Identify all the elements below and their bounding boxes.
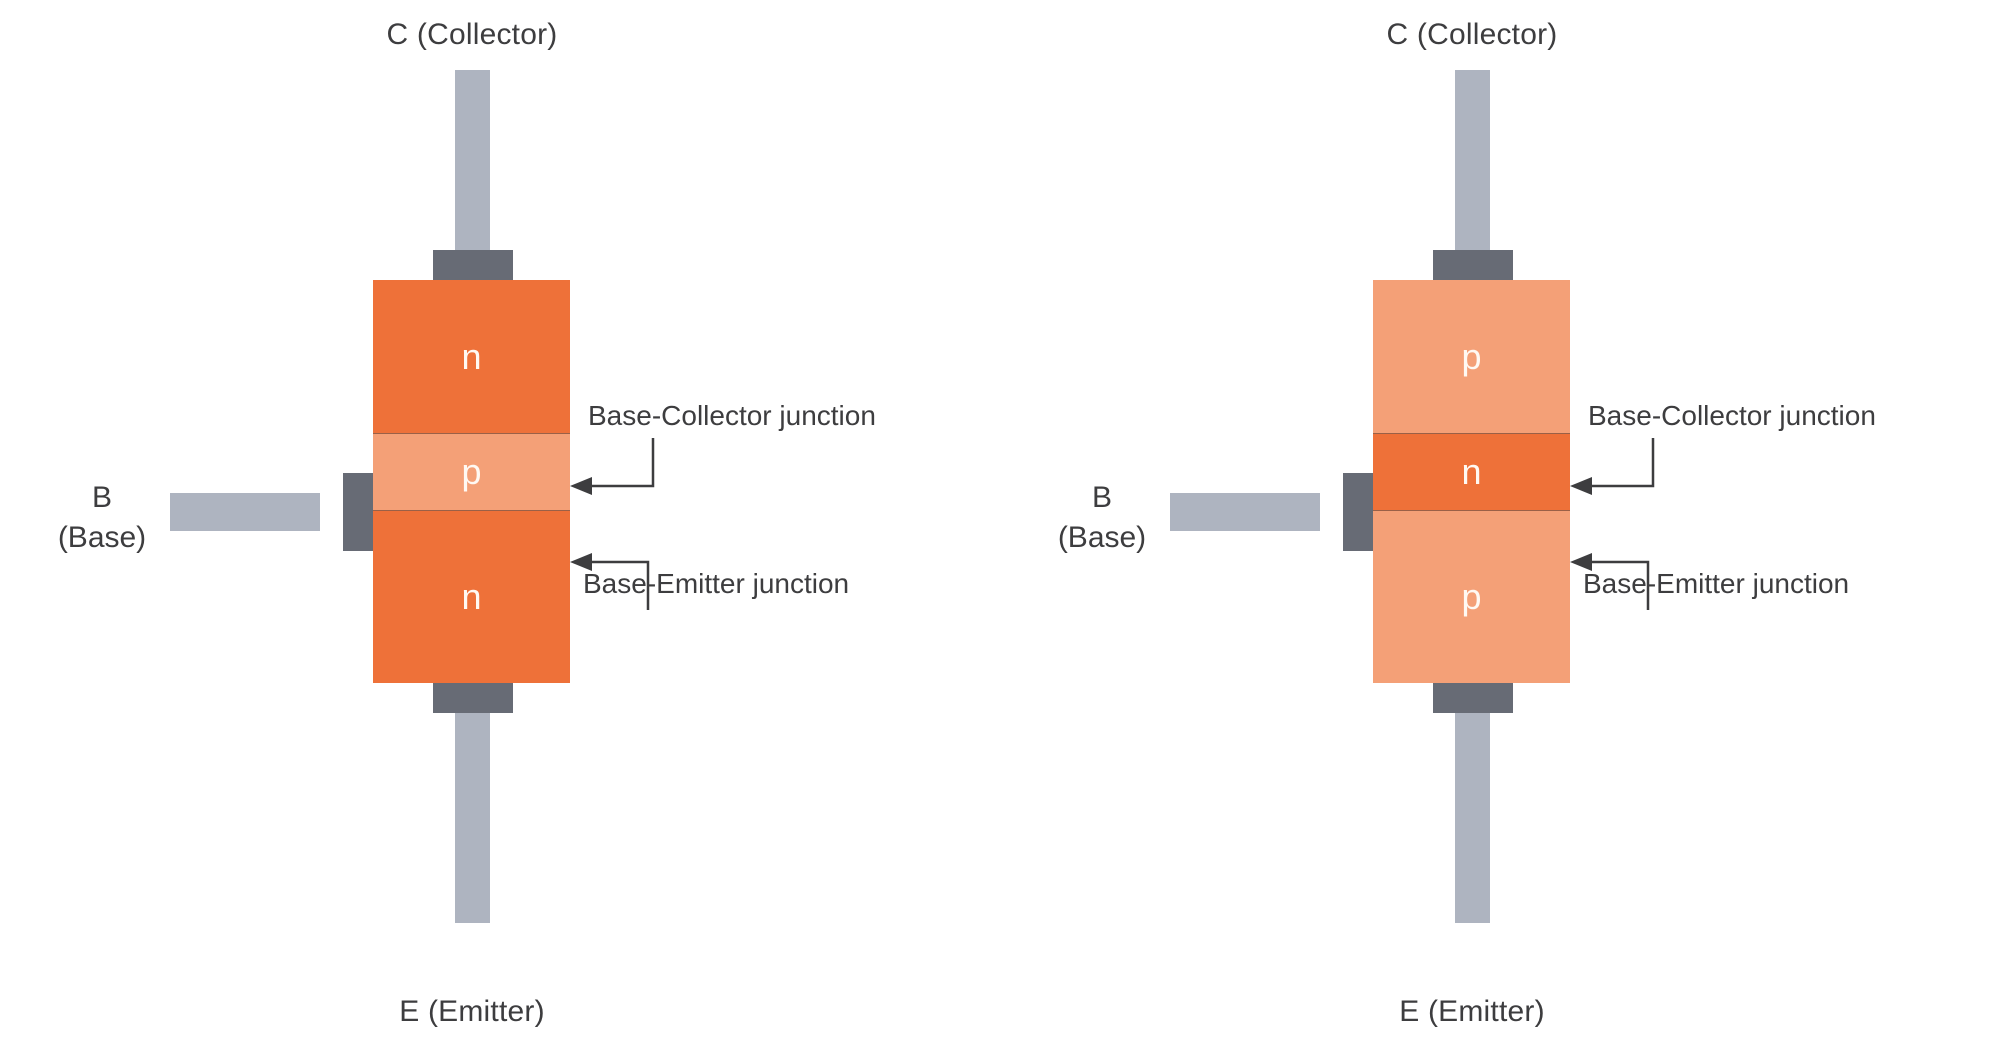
base-contact-pad <box>1343 473 1373 551</box>
pnp-transistor-diagram: C (Collector) B (Base) p n p E (Emitter)… <box>1000 0 2000 1044</box>
collector-terminal-label: C (Collector) <box>386 18 558 51</box>
npn-emitter-layer: n <box>373 511 570 683</box>
emitter-contact-pad <box>433 683 513 713</box>
collector-lead <box>455 70 490 280</box>
emitter-terminal-label: E (Emitter) <box>1399 995 1545 1028</box>
emitter-lead <box>455 713 490 923</box>
base-collector-arrowhead <box>570 477 592 495</box>
pnp-base-layer: n <box>1373 433 1570 511</box>
base-emitter-junction-label: Base-Emitter junction <box>1583 568 1850 599</box>
emitter-terminal-label: E (Emitter) <box>399 995 545 1028</box>
pnp-emitter-layer: p <box>1373 511 1570 683</box>
base-terminal-label: B (Base) <box>1042 478 1162 558</box>
collector-lead <box>1455 70 1490 280</box>
collector-contact-pad <box>1433 250 1513 280</box>
collector-contact-pad <box>433 250 513 280</box>
base-terminal-label-line1: B <box>1091 481 1112 514</box>
base-collector-arrowhead <box>1570 477 1592 495</box>
collector-terminal-label: C (Collector) <box>1386 18 1558 51</box>
base-collector-leader-line <box>1586 438 1655 488</box>
npn-transistor-diagram: C (Collector) B (Base) n p n E (Emitter)… <box>42 18 876 1028</box>
base-terminal-label-line1: B <box>91 481 112 514</box>
base-terminal-label-line2: (Base) <box>57 521 147 554</box>
base-emitter-junction-label: Base-Emitter junction <box>583 568 850 599</box>
base-lead <box>1170 493 1320 531</box>
base-terminal-label-line2: (Base) <box>1057 521 1147 554</box>
npn-semiconductor-stack: n p n <box>373 280 570 683</box>
base-collector-junction-label: Base-Collector junction <box>1588 400 1876 431</box>
emitter-lead <box>1455 713 1490 923</box>
pnp-collector-layer: p <box>1373 280 1570 433</box>
base-contact-pad <box>343 473 373 551</box>
emitter-contact-pad <box>1433 683 1513 713</box>
npn-collector-layer: n <box>373 280 570 433</box>
pnp-semiconductor-stack: p n p <box>1373 280 1570 683</box>
base-lead <box>170 493 320 531</box>
base-terminal-label: B (Base) <box>42 478 162 558</box>
base-collector-leader-line <box>586 438 655 488</box>
base-collector-junction-label: Base-Collector junction <box>588 400 876 431</box>
npn-base-layer: p <box>373 433 570 511</box>
